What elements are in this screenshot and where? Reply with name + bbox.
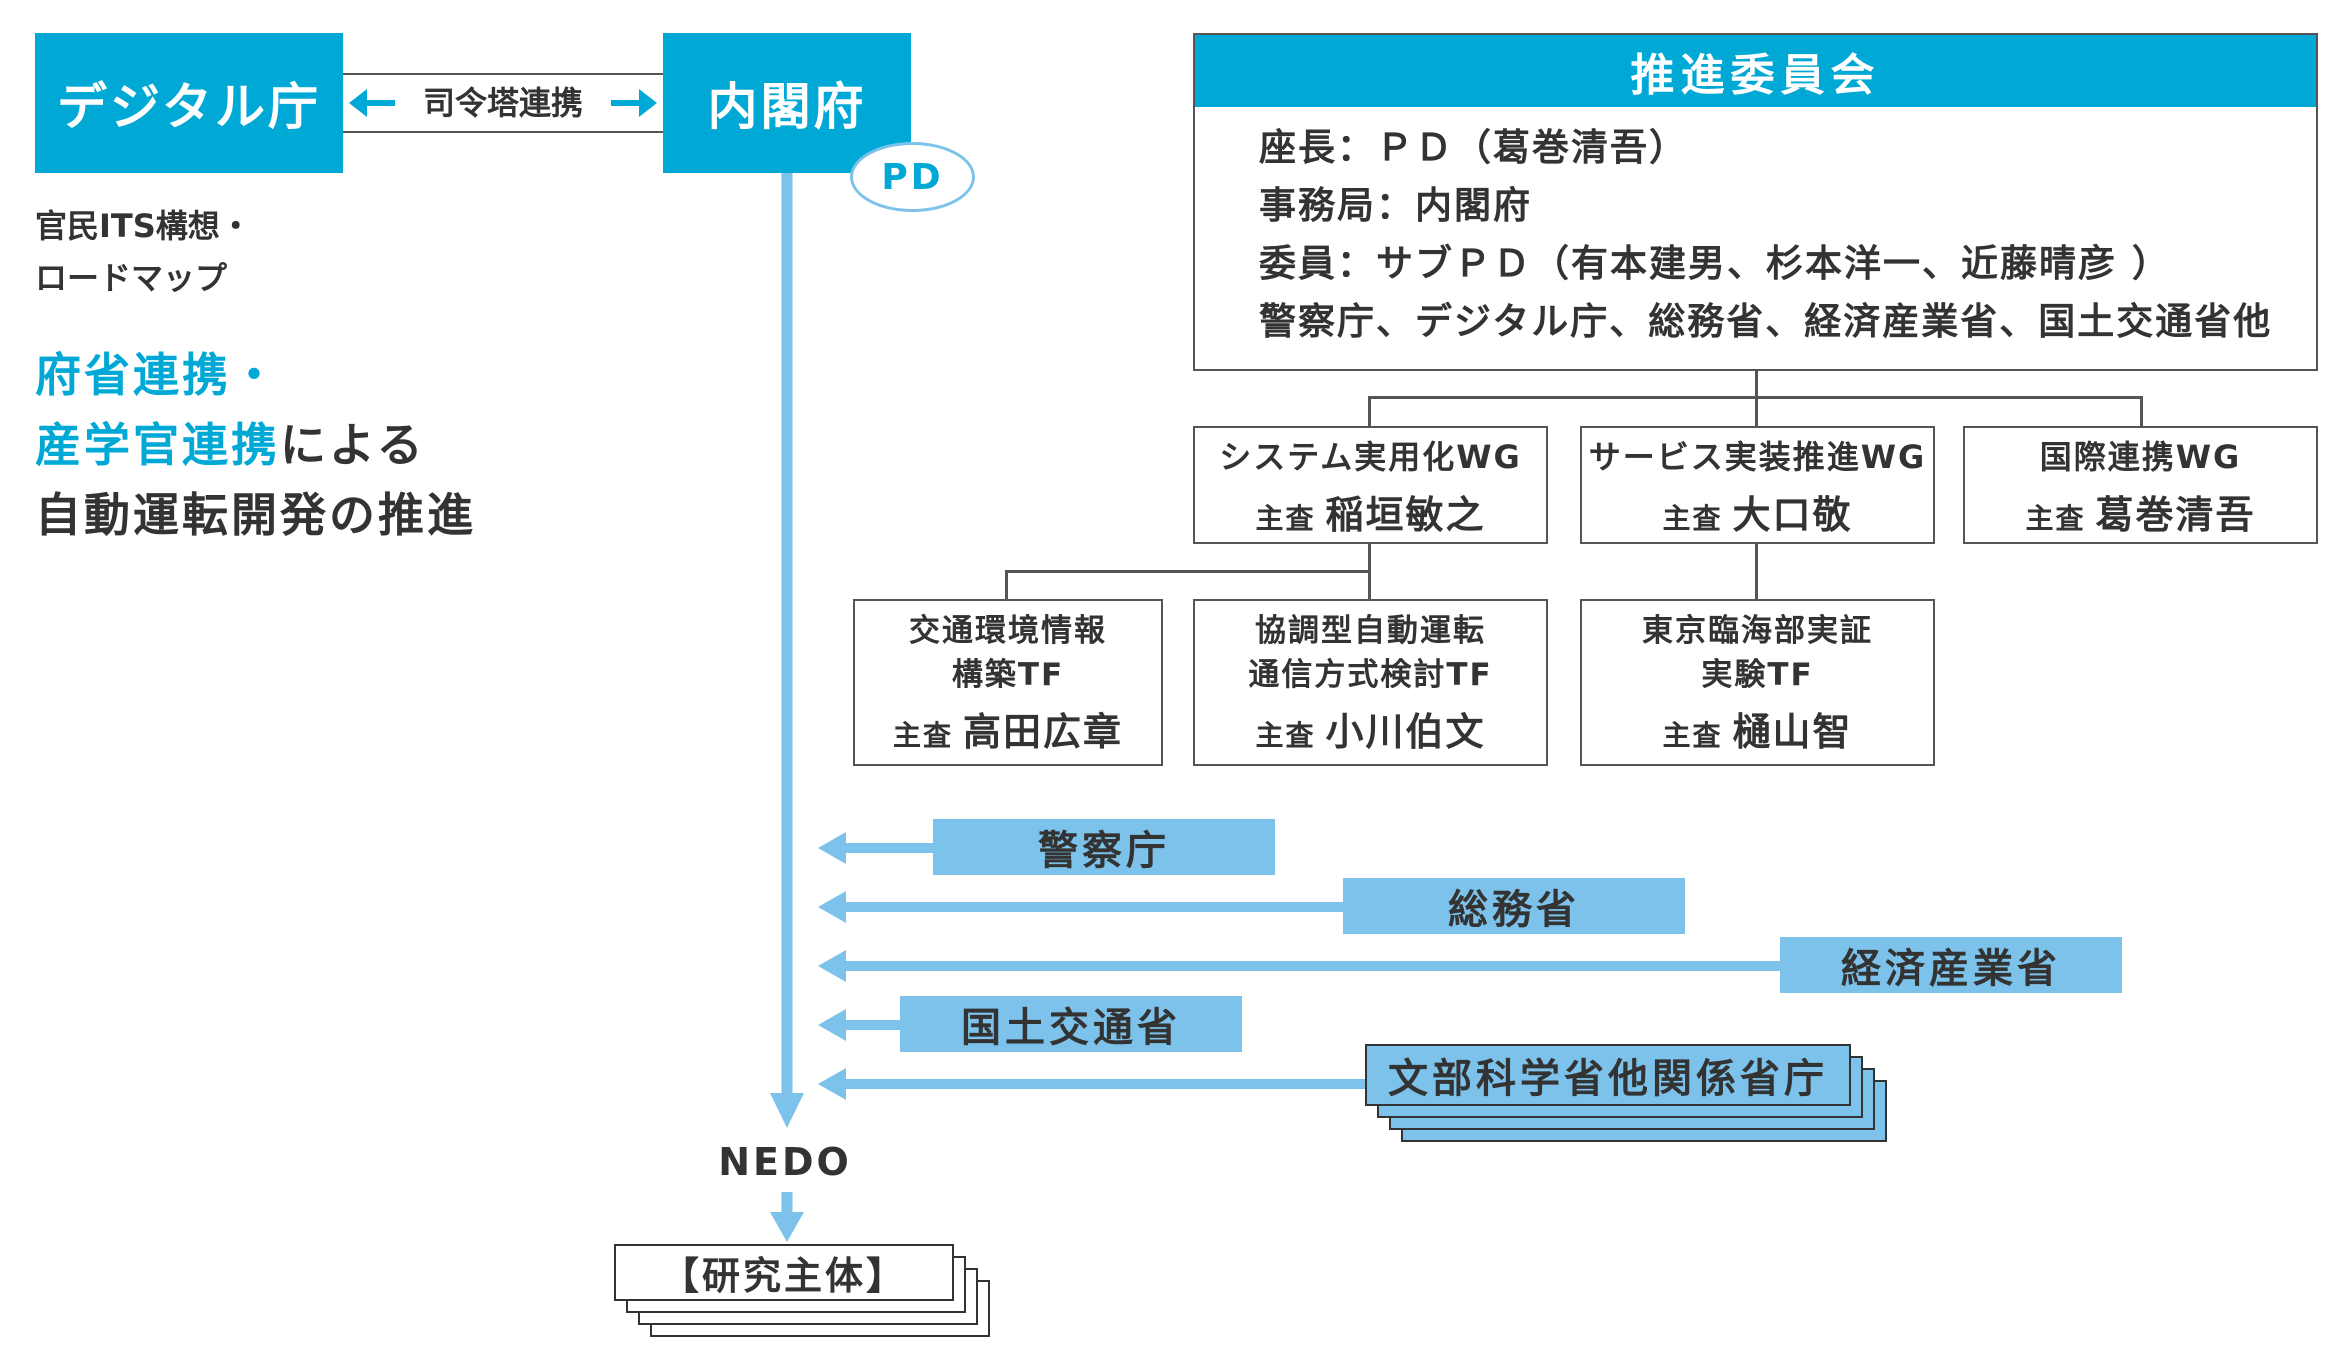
coordination-label: 司令塔連携 — [422, 84, 583, 122]
nedo-arrow — [770, 1192, 804, 1242]
ministry-box-internal-affairs: 総務省 — [1343, 878, 1685, 934]
tf-chief-label: 主査 — [1255, 719, 1316, 752]
main-text-blue: 府省連携・ — [35, 348, 280, 402]
tf-title-line1: 協調型自動運転 — [1255, 613, 1486, 649]
research-entity-label: 【研究主体】 — [660, 1254, 907, 1298]
digital-agency-box: デジタル庁 — [35, 33, 343, 173]
wg-chief-label: 主査 — [1255, 501, 1316, 535]
ministry-label: 警察庁 — [1038, 828, 1170, 874]
connector-line — [1755, 544, 1758, 599]
committee-line: 座長：ＰＤ（葛巻清吾） — [1259, 126, 1688, 169]
wg-box-system: システム実用化WG 主査稲垣敏之 — [1193, 426, 1548, 544]
tf-chief: 樋山智 — [1732, 710, 1853, 754]
its-vision-text: 官民ITS構想・ ロードマップ — [35, 200, 252, 304]
connector-line — [1755, 371, 1758, 398]
tf-box-traffic-info: 交通環境情報 構築TF 主査高田広章 — [853, 599, 1163, 766]
wg-title: システム実用化WG — [1219, 437, 1522, 476]
committee-line: 警察庁、デジタル庁、総務省、経済産業省、国土交通省他 — [1259, 300, 2273, 343]
wg-title: サービス実装推進WG — [1588, 437, 1927, 476]
tf-title-line2: 構築TF — [951, 657, 1065, 693]
wg-chief-label: 主査 — [1662, 501, 1723, 535]
wg-chief: 稲垣敏之 — [1325, 492, 1486, 537]
ministry-box-education: 文部科学省他関係省庁 — [1365, 1044, 1851, 1106]
tf-title-line2: 実験TF — [1701, 657, 1814, 693]
committee-box: 推進委員会 座長：ＰＤ（葛巻清吾） 事務局：内閣府 委員：サブＰＤ（有本建男、杉… — [1193, 33, 2318, 371]
connector-line — [1005, 570, 1008, 599]
tf-box-tokyo-waterfront: 東京臨海部実証 実験TF 主査樋山智 — [1580, 599, 1935, 766]
main-text: 府省連携・ 産学官連携による 自動運転開発の推進 — [35, 340, 476, 550]
ministry-label: 経済産業省 — [1841, 946, 2061, 992]
wg-box-service: サービス実装推進WG 主査大口敬 — [1580, 426, 1935, 544]
ministry-box-economy: 経済産業省 — [1780, 937, 2122, 993]
committee-line: 事務局：内閣府 — [1259, 184, 1532, 227]
ministry-label: 国土交通省 — [961, 1005, 1181, 1051]
tf-box-cooperative: 協調型自動運転 通信方式検討TF 主査小川伯文 — [1193, 599, 1548, 766]
wg-chief: 大口敬 — [1732, 492, 1853, 537]
cabinet-office-box: 内閣府 — [663, 33, 911, 173]
coordination-connector — [343, 73, 663, 133]
ministry-box-police: 警察庁 — [933, 819, 1275, 875]
main-text-line3: 自動運転開発の推進 — [35, 488, 476, 542]
main-flow-arrow — [770, 173, 804, 1128]
connector-line — [2140, 396, 2143, 426]
committee-members: 座長：ＰＤ（葛巻清吾） 事務局：内閣府 委員：サブＰＤ（有本建男、杉本洋一、近藤… — [1195, 107, 2316, 351]
connector-line — [1005, 570, 1370, 573]
nedo-label: NEDO — [718, 1140, 852, 1184]
cabinet-office-label: 内閣府 — [707, 78, 867, 136]
its-vision-line: ロードマップ — [35, 259, 228, 297]
main-text-blue: 産学官連携 — [35, 418, 280, 472]
committee-title: 推進委員会 — [1630, 50, 1881, 101]
pd-label: PD — [881, 156, 944, 198]
wg-chief: 葛巻清吾 — [2095, 492, 2256, 537]
digital-agency-label: デジタル庁 — [57, 78, 321, 136]
ministry-box-land: 国土交通省 — [900, 996, 1242, 1052]
tf-chief: 高田広章 — [963, 710, 1124, 754]
tf-title-line1: 交通環境情報 — [909, 613, 1107, 649]
its-vision-line: 官民ITS構想・ — [35, 207, 252, 245]
wg-box-international: 国際連携WG 主査葛巻清吾 — [1963, 426, 2318, 544]
tf-chief-label: 主査 — [892, 719, 953, 752]
connector-line — [1755, 396, 1758, 426]
wg-chief-label: 主査 — [2025, 501, 2086, 535]
pd-ellipse: PD — [850, 142, 975, 212]
wg-title: 国際連携WG — [2039, 437, 2242, 476]
research-entity-box: 【研究主体】 — [614, 1244, 954, 1301]
ministry-label: 総務省 — [1448, 887, 1580, 933]
double-arrow-icon — [349, 89, 657, 117]
main-text-rest: による — [280, 418, 426, 472]
tf-chief-label: 主査 — [1662, 719, 1723, 752]
connector-line — [1368, 396, 1371, 426]
ministry-label: 文部科学省他関係省庁 — [1388, 1056, 1828, 1102]
committee-line: 委員：サブＰＤ（有本建男、杉本洋一、近藤晴彦 ） — [1259, 242, 2171, 285]
tf-chief: 小川伯文 — [1325, 710, 1486, 754]
tf-title-line2: 通信方式検討TF — [1248, 657, 1493, 693]
committee-title-bar: 推進委員会 — [1195, 35, 2316, 107]
tf-title-line1: 東京臨海部実証 — [1642, 613, 1873, 649]
